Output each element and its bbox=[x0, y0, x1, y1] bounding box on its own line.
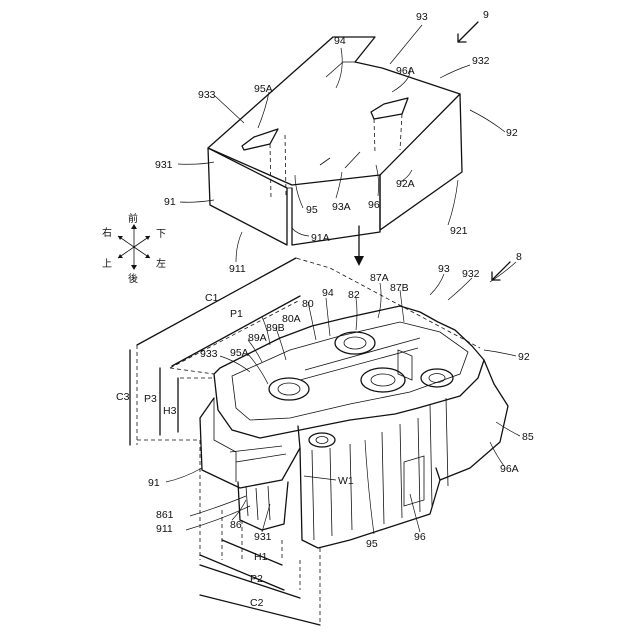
label-96-bot: 96 bbox=[414, 531, 426, 543]
label-93-bot: 93 bbox=[438, 263, 450, 275]
label-C3: C3 bbox=[116, 391, 130, 403]
label-91-bot: 91 bbox=[148, 477, 160, 489]
label-86: 86 bbox=[230, 519, 242, 531]
compass-rear: 後 bbox=[128, 272, 138, 285]
label-80: 80 bbox=[302, 298, 314, 310]
compass-down: 下 bbox=[156, 229, 166, 240]
compass-front: 前 bbox=[128, 212, 138, 225]
label-96A-bot: 96A bbox=[500, 463, 519, 475]
label-933-top: 933 bbox=[198, 89, 216, 101]
label-91A: 91A bbox=[311, 232, 330, 244]
label-92-bot: 92 bbox=[518, 351, 530, 363]
label-911-top: 911 bbox=[229, 263, 246, 275]
label-89B: 89B bbox=[266, 322, 285, 334]
label-92A: 92A bbox=[396, 178, 415, 190]
label-91-top: 91 bbox=[164, 196, 176, 208]
compass-up: 上 bbox=[102, 258, 112, 270]
label-96A-top: 96A bbox=[396, 65, 415, 77]
label-95A-top: 95A bbox=[254, 83, 273, 95]
label-92-top: 92 bbox=[506, 127, 518, 139]
label-87A: 87A bbox=[370, 272, 389, 284]
compass-left: 左 bbox=[156, 257, 166, 270]
label-P2: P2 bbox=[250, 573, 263, 585]
label-80A: 80A bbox=[282, 313, 301, 325]
label-921: 921 bbox=[450, 225, 468, 237]
label-8: 8 bbox=[516, 251, 522, 263]
label-82: 82 bbox=[348, 289, 360, 301]
label-931-bot: 931 bbox=[254, 531, 272, 543]
label-W1: W1 bbox=[338, 475, 354, 487]
tape-cassette bbox=[200, 306, 508, 548]
label-911-bot: 911 bbox=[156, 523, 173, 535]
label-85: 85 bbox=[522, 431, 534, 443]
label-C2: C2 bbox=[250, 597, 264, 609]
label-9: 9 bbox=[483, 9, 489, 21]
label-93-top: 93 bbox=[416, 11, 428, 23]
label-93A: 93A bbox=[332, 201, 351, 213]
compass-right: 右 bbox=[102, 226, 112, 239]
label-C1: C1 bbox=[205, 292, 219, 304]
bottom-leaders bbox=[166, 262, 520, 534]
direction-compass bbox=[118, 224, 150, 270]
label-95-top: 95 bbox=[306, 204, 318, 216]
label-P1: P1 bbox=[230, 308, 243, 320]
dimension-lines bbox=[130, 258, 480, 625]
label-932-top: 932 bbox=[472, 55, 490, 67]
label-933-bot: 933 bbox=[200, 348, 218, 360]
label-95A-bot: 95A bbox=[230, 347, 249, 359]
label-932-bot: 932 bbox=[462, 268, 480, 280]
label-931: 931 bbox=[155, 159, 173, 171]
cover-member bbox=[208, 37, 462, 245]
label-94-bot: 94 bbox=[322, 287, 334, 299]
label-89A: 89A bbox=[248, 332, 267, 344]
reference-labels: 93 9 94 932 96A 95A 933 92 931 92A 91 95… bbox=[102, 9, 534, 609]
label-95-bot: 95 bbox=[366, 538, 378, 550]
label-P3: P3 bbox=[144, 393, 157, 405]
label-87B: 87B bbox=[390, 282, 409, 294]
label-94-top: 94 bbox=[334, 35, 346, 47]
label-H3: H3 bbox=[163, 405, 177, 417]
assembly-arrow bbox=[354, 226, 364, 266]
label-96-top: 96 bbox=[368, 199, 380, 211]
label-H1: H1 bbox=[254, 551, 268, 563]
label-861: 861 bbox=[156, 509, 174, 521]
